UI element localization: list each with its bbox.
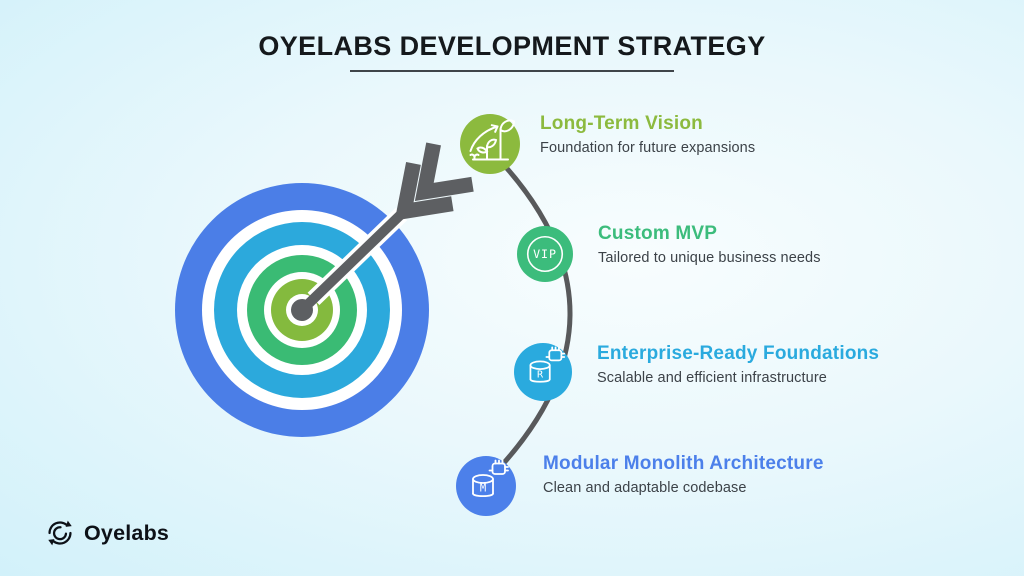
milestone-item: Custom MVP Tailored to unique business n… [598, 222, 928, 267]
plant-line-art [469, 119, 516, 161]
ring-white-4 [286, 294, 318, 326]
milestone-description: Clean and adaptable codebase [543, 480, 747, 496]
icon-circle [460, 114, 520, 174]
milestone-title: Custom MVP [598, 223, 718, 244]
icon-circle [456, 456, 516, 516]
ring-emerald [247, 255, 357, 365]
icon-circle [514, 343, 572, 401]
milestone-description: Tailored to unique business needs [598, 250, 821, 266]
database-m-icon: M [456, 456, 516, 516]
arrow-fletching-front [394, 161, 454, 221]
milestone-description: Foundation for future expansions [540, 140, 756, 156]
milestone-item: Long-Term Vision Foundation for future e… [540, 112, 870, 157]
milestone-item: Modular Monolith Architecture Clean and … [543, 452, 873, 497]
ring-white-2 [237, 245, 367, 375]
page-title: OYELABS DEVELOPMENT STRATEGY [258, 31, 766, 61]
ring-cyan [214, 222, 390, 398]
bullseye-rings [175, 183, 429, 437]
brand-logo: Oyelabs [44, 517, 169, 549]
milestone-title: Modular Monolith Architecture [543, 453, 824, 474]
ring-white-3 [264, 272, 340, 348]
database-line-art [529, 346, 566, 383]
milestone-title: Enterprise-Ready Foundations [597, 343, 880, 364]
vip-label: VIP [533, 247, 557, 261]
ring-white-1 [202, 210, 402, 410]
database-r-icon: R [514, 343, 572, 401]
curve-path [484, 148, 573, 484]
milestone-description: Scalable and efficient infrastructure [597, 370, 827, 386]
database-line-art [472, 459, 509, 498]
brand-name: Oyelabs [84, 520, 170, 545]
milestone-item: Enterprise-Ready Foundations Scalable an… [597, 342, 927, 387]
badge-ring [526, 235, 564, 273]
ring-outer-blue [175, 183, 429, 437]
vip-badge-icon: VIP [517, 226, 573, 282]
arrow-shaft [298, 200, 415, 314]
header: OYELABS DEVELOPMENT STRATEGY [0, 30, 1024, 72]
arrow-tip-dot [291, 299, 313, 321]
ring-yellow-green [271, 279, 333, 341]
milestone-title: Long-Term Vision [540, 113, 703, 134]
icon-circle [517, 226, 573, 282]
database-letter: M [480, 483, 486, 495]
arrow-icon [291, 142, 474, 321]
logo-mark-icon [48, 520, 72, 546]
database-letter: R [537, 369, 544, 380]
growth-plant-icon [460, 114, 520, 174]
arrow-shaft-outline [307, 208, 408, 305]
title-underline [350, 70, 674, 72]
